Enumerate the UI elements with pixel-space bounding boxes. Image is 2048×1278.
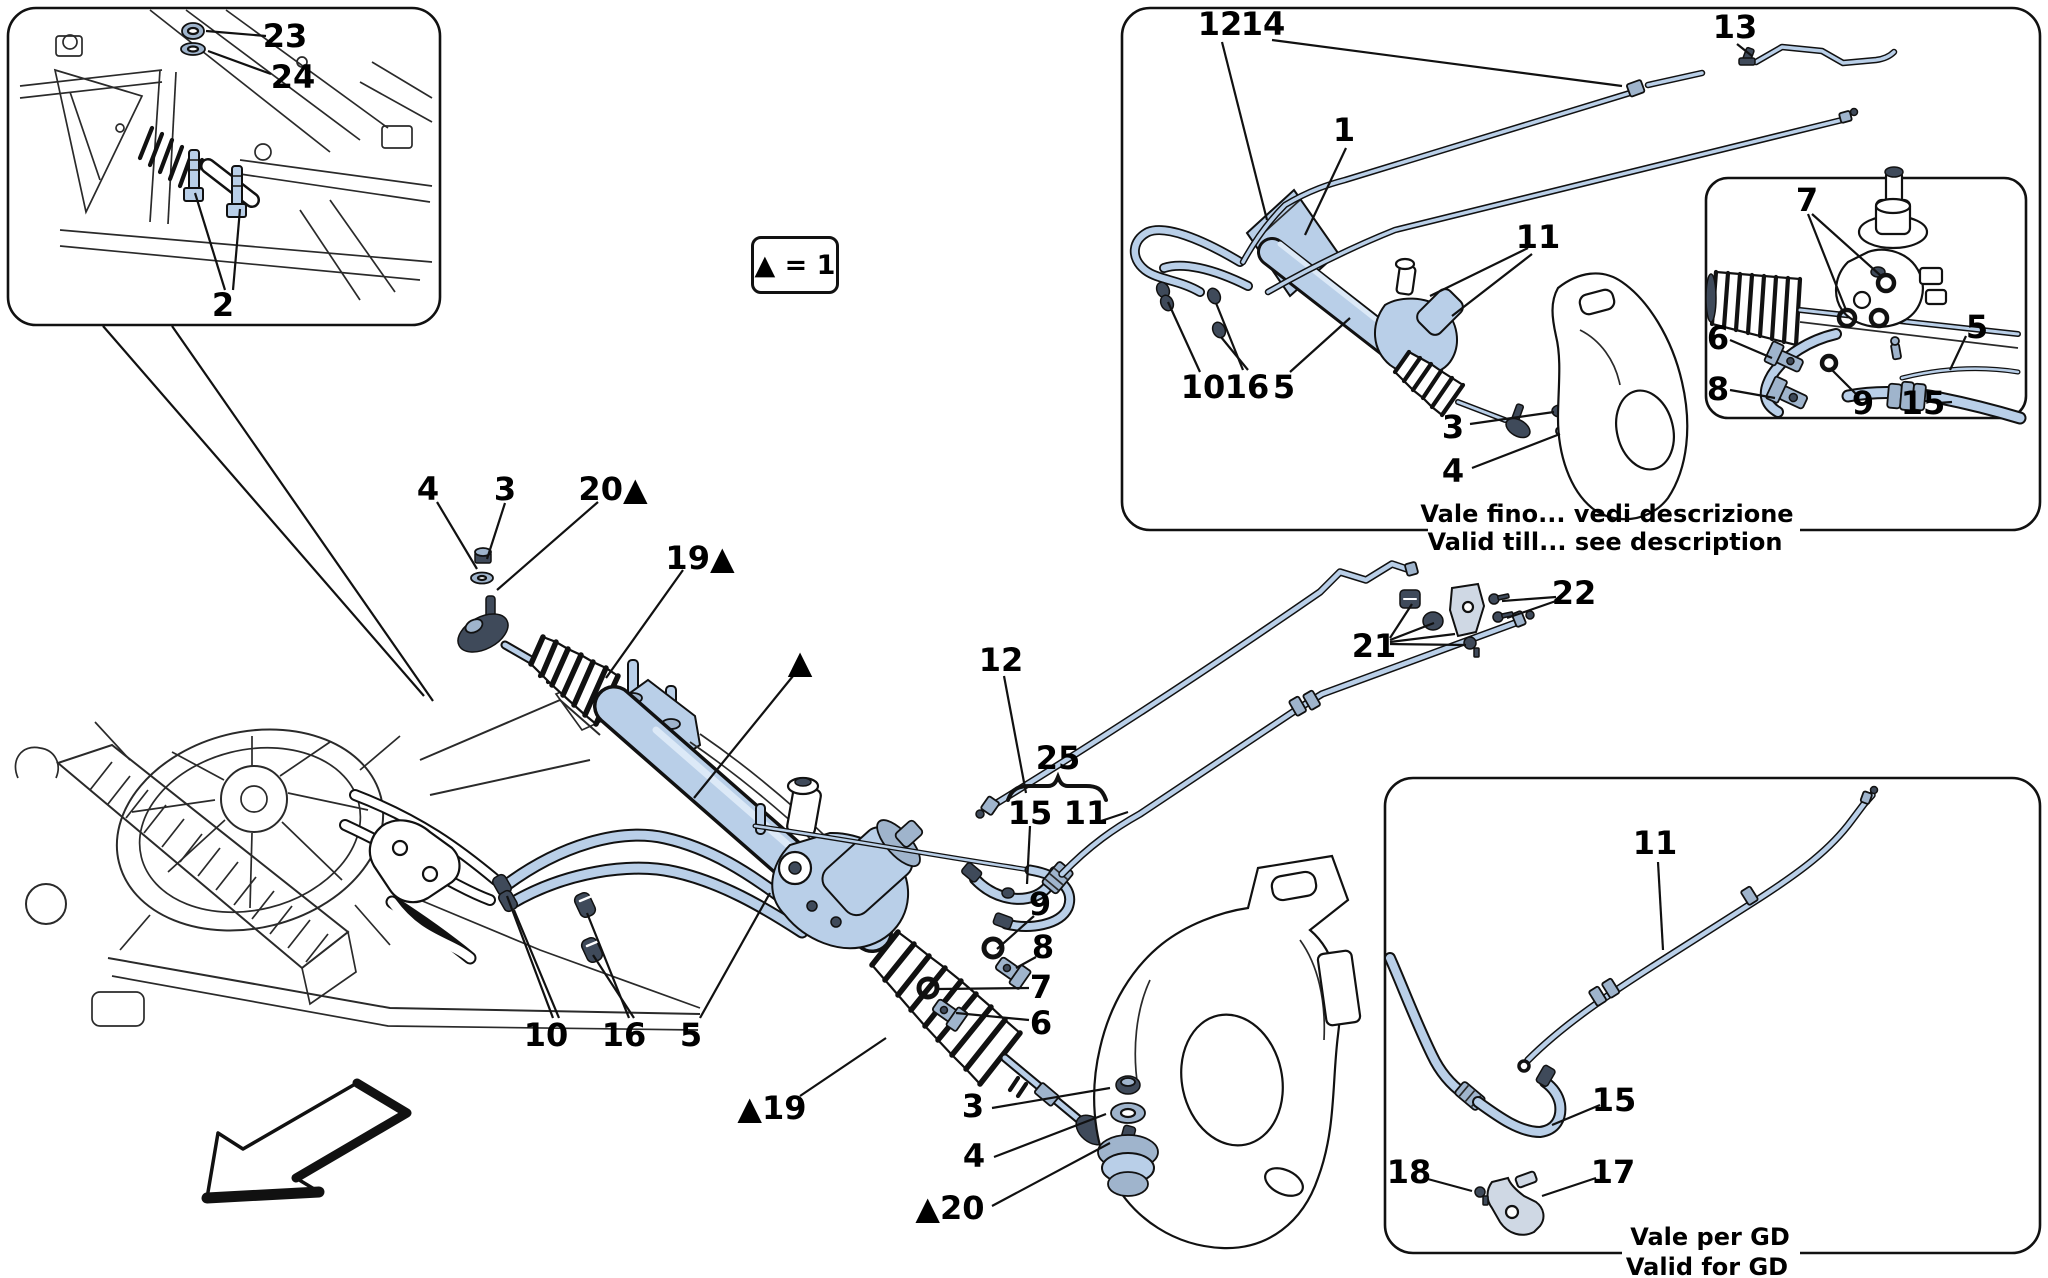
callout-tr-11: 11: [1515, 218, 1561, 256]
direction-arrow: [201, 1078, 412, 1204]
callout-m-12: 12: [978, 641, 1024, 679]
washer-4-knuckle: [1110, 1102, 1146, 1124]
callout-m-4-tierod: 4: [416, 470, 440, 508]
chassis-detail-art: [19, 9, 433, 301]
pipe-clamp-parts: [1399, 582, 1514, 658]
callout-m-3-tierod: 3: [493, 470, 517, 508]
main-leader-lines: [436, 501, 1557, 1207]
callout-pi-6: 6: [1706, 319, 1730, 357]
gd-inset-art: [1384, 785, 1879, 1236]
callout-pi-7: 7: [1795, 181, 1819, 219]
callout-m-15: 15: [1007, 794, 1053, 832]
callout-m-4-knuckle: 4: [962, 1137, 986, 1175]
callout-m-3-knuckle: 3: [961, 1087, 985, 1125]
bolt-2a: [183, 149, 204, 202]
top-right-inset-art: [1129, 38, 1898, 521]
screws-22: [1488, 593, 1514, 623]
callout-pi-15: 15: [1900, 384, 1946, 422]
callout-m-20-knuckle: ▲20: [915, 1189, 985, 1227]
pinion-valve-assembly: [771, 776, 924, 950]
callout-m-5: 5: [679, 1016, 703, 1054]
callout-2: 2: [211, 286, 235, 324]
callout-gd-17: 17: [1590, 1153, 1636, 1191]
inset-pointer-lines: [102, 325, 434, 702]
callout-m-9: 9: [1028, 885, 1052, 923]
callout-tr-1: 1: [1332, 111, 1356, 149]
callout-pi-8: 8: [1706, 370, 1730, 408]
callout-m-7: 7: [1029, 968, 1053, 1006]
steering-rack-art: [457, 547, 1109, 1146]
caption-gd-en: Valid for GD: [1625, 1252, 1789, 1278]
radiator-fan-art: [14, 674, 701, 1031]
callout-tr-3: 3: [1441, 408, 1465, 446]
callout-tr-5: 5: [1272, 368, 1296, 406]
top-left-inset-frame: [6, 6, 442, 327]
gd-inset-frame: [1383, 776, 2042, 1255]
callout-m-22: 22: [1551, 574, 1597, 612]
callout-gd-11: 11: [1632, 824, 1678, 862]
callout-m-rack-triangle: ▲: [787, 643, 813, 681]
brace-25: [1006, 771, 1108, 802]
callout-gd-15: 15: [1591, 1081, 1637, 1119]
callout-m-19-low: ▲19: [737, 1089, 807, 1127]
callout-tr-10: 10: [1180, 368, 1226, 406]
bolt-2b: [226, 165, 247, 218]
clamp-13: [1738, 46, 1756, 66]
callout-m-19-boot: 19▲: [665, 539, 735, 577]
pinion-inset-art: [1705, 166, 2027, 425]
caption-gap-gd: [1622, 1224, 1800, 1278]
triangle-legend-text: ▲ = 1: [754, 249, 836, 281]
caption-valid-till-it: Vale fino... vedi descrizione: [1420, 499, 1794, 528]
callout-tr-13: 13: [1712, 8, 1758, 46]
callout-24: 24: [270, 58, 316, 96]
callout-m-25: 25: [1035, 739, 1081, 777]
callout-m-11: 11: [1063, 794, 1109, 832]
triangle-legend-box: ▲ = 1: [751, 236, 839, 294]
callout-tr-4: 4: [1441, 452, 1465, 490]
nut-3-tierod: [474, 547, 492, 564]
callout-tr-14: 14: [1240, 5, 1286, 43]
caption-gd-it: Vale per GD: [1630, 1222, 1790, 1251]
hydraulic-pipes-main: [961, 560, 1535, 905]
washer-24: [180, 42, 206, 56]
callout-m-6: 6: [1029, 1004, 1053, 1042]
wheel-knuckle-art: [1093, 854, 1362, 1250]
washer-4-tierod: [470, 571, 494, 585]
banjo-bolt-8: [995, 956, 1032, 990]
callout-m-20-tierod: 20▲: [578, 470, 648, 508]
callout-pi-9: 9: [1851, 384, 1875, 422]
callout-m-16: 16: [601, 1016, 647, 1054]
callout-pi-5: 5: [1965, 308, 1989, 346]
callout-m-10: 10: [523, 1016, 569, 1054]
callout-m-21: 21: [1351, 627, 1397, 665]
nut-23: [181, 22, 205, 40]
callout-gd-18: 18: [1386, 1153, 1432, 1191]
callout-tr-16: 16: [1224, 368, 1270, 406]
nut-3-knuckle: [1115, 1075, 1141, 1095]
callout-23: 23: [262, 17, 308, 55]
callout-m-8: 8: [1031, 928, 1055, 966]
caption-valid-till-en: Valid till... see description: [1427, 527, 1783, 556]
callout-tr-12: 12: [1197, 5, 1243, 43]
